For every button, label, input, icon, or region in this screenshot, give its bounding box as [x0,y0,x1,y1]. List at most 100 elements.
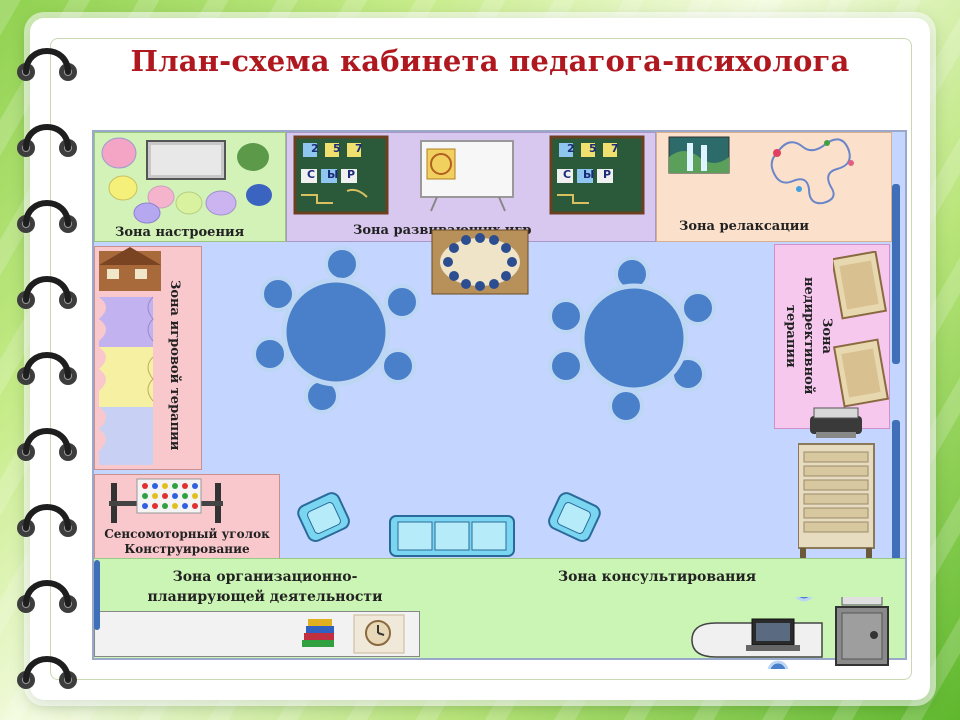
relaxation-zone: Зона релаксации [656,132,892,242]
curtain-lilac [99,407,153,465]
printer-icon [810,407,862,438]
indirect-therapy-zone: Зона недирективной терапии [774,244,890,429]
sensorimotor-zone: Сенсомоторный уголок Конструирование [94,474,280,560]
mood-circle-pink [101,137,137,169]
right-furniture [798,407,875,558]
organizational-label-line-2: планирующей деятельности [147,589,383,605]
game-board-icon [431,229,529,295]
sensorimotor-items [109,478,223,523]
consulting-zone-label: Зона консультирования [558,569,757,585]
sand-tables [833,251,890,408]
chair-icon [548,298,584,334]
books-icon [302,619,334,647]
sensorimotor-label-line-1: Сенсомоторный уголок [104,527,270,541]
seating-group [297,492,601,557]
mood-circle-violet [133,202,161,224]
page-title: План-схема кабинета педагога-психолога [130,44,850,78]
mood-circle-purple [205,190,237,216]
board-left-letter-2: Ы [327,168,339,181]
table-icon [281,277,391,387]
ring-binder-icon [17,48,77,81]
right-wall-strip-top [892,184,900,364]
mood-circle-lightgreen [175,191,203,215]
mood-circle-green [237,143,269,171]
mood-zone-label: Зона настроения [115,225,245,240]
ring-binder-icon [17,428,77,461]
curtain-yellow [99,347,153,407]
chair-icon [380,348,416,384]
board-left-card-1: 2 [311,142,319,155]
chair-icon [608,388,644,424]
chair-icon [384,284,420,320]
developing-games-zone: 257 СЫР 257 СЫР Зона развивающих игр [286,132,656,242]
mood-circle-blue [246,184,272,206]
relax-zone-items [668,136,854,205]
play-therapy-items [99,247,161,465]
sand-table-icon [833,338,890,408]
indirect-therapy-label-line-1: Зона [819,318,834,354]
sensorimotor-zone-label: Сенсомоторный уголок Конструирование [97,527,277,557]
chair-icon [767,660,789,669]
consulting-desk [691,597,889,669]
board-left-top-cards: 2 5 7 [311,142,377,155]
right-wall-strip-bottom [892,420,900,560]
armchair-icon [548,492,601,542]
board-right-letter-3: Р [603,168,612,181]
indirect-therapy-zone-label: Зона недирективной терапии [781,251,835,421]
ring-binder-icon [17,656,77,689]
sofa-icon [389,515,515,557]
organizational-zone-label: Зона организационно- планирующей деятель… [120,567,410,607]
ring-binder-icon [17,276,77,309]
armchair-icon [297,492,350,542]
bottom-zone: Зона организационно- планирующей деятель… [94,558,905,669]
sheet-inner-border [50,38,912,680]
sensorimotor-label-line-2: Конструирование [124,542,250,556]
ring-binder-icon [17,200,77,233]
board-left-letter-3: Р [347,168,356,181]
board-right-top-cards: 2 5 7 [567,142,633,155]
mood-circle-pink-small [147,185,175,209]
chair-icon [324,246,360,282]
table-icon [579,283,689,393]
organizational-label-line-1: Зона организационно- [172,569,358,585]
light-rope-icon [770,138,851,205]
laptop-icon [746,618,800,651]
chair-icon [252,336,288,372]
board-left-card-3: 7 [355,142,363,155]
board-right-card-3: 7 [611,142,619,155]
left-wall-strip [94,560,100,630]
drawer-cabinet-icon [798,443,875,558]
chair-icon [795,597,813,602]
table-group-right [548,256,716,424]
clock-icon [365,620,391,646]
chair-icon [260,276,296,312]
ring-binder-icon [17,124,77,157]
sand-table-icon [833,251,888,320]
mood-zone-items [101,137,272,224]
chair-icon [548,348,584,384]
ring-binder-icon [17,352,77,385]
notebook-rings [12,38,82,698]
desk-items [302,614,405,654]
board-right-card-2: 5 [589,142,597,155]
ring-binder-icon [17,504,77,537]
play-therapy-zone: Зона игровой терапии [94,246,202,470]
board-right-card-1: 2 [567,142,575,155]
room-plan: Зона настроения [92,130,907,669]
safe-icon [835,606,889,666]
curtain-purple [99,297,153,347]
games-zone-items [293,135,645,215]
printer-icon [841,597,883,606]
ring-binder-icon [17,580,77,613]
indirect-therapy-label-line-2: недирективной [801,277,816,395]
play-therapy-zone-label: Зона игровой терапии [167,279,182,451]
mood-circle-yellow [108,175,138,201]
board-right-letter-2: Ы [583,168,595,181]
chair-icon [680,290,716,326]
relaxation-zone-label: Зона релаксации [679,219,810,234]
board-left-card-2: 5 [333,142,341,155]
mood-zone: Зона настроения [94,132,286,242]
table-group-left [252,246,420,414]
